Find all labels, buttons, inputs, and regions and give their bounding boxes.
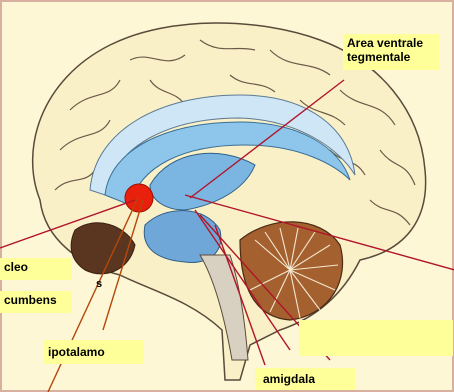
vta-label-line1: Area ventrale [347, 36, 435, 50]
nucleo-label-bottom: cumbens [0, 291, 72, 313]
amigdala-label: amigdala [255, 368, 355, 390]
blank-label-box [299, 320, 453, 356]
stray-letter: s [96, 278, 102, 290]
nucleo-label-line2: cumbens [4, 293, 57, 307]
vta-label-line2: tegmentale [347, 50, 435, 64]
ipotalamo-label: ipotalamo [44, 340, 144, 364]
nucleus-accumbens-dot [125, 184, 153, 212]
nucleo-label-line1: cleo [4, 260, 28, 274]
nucleo-label-top: cleo [0, 258, 72, 280]
vta-label: Area ventrale tegmentale [343, 34, 439, 70]
